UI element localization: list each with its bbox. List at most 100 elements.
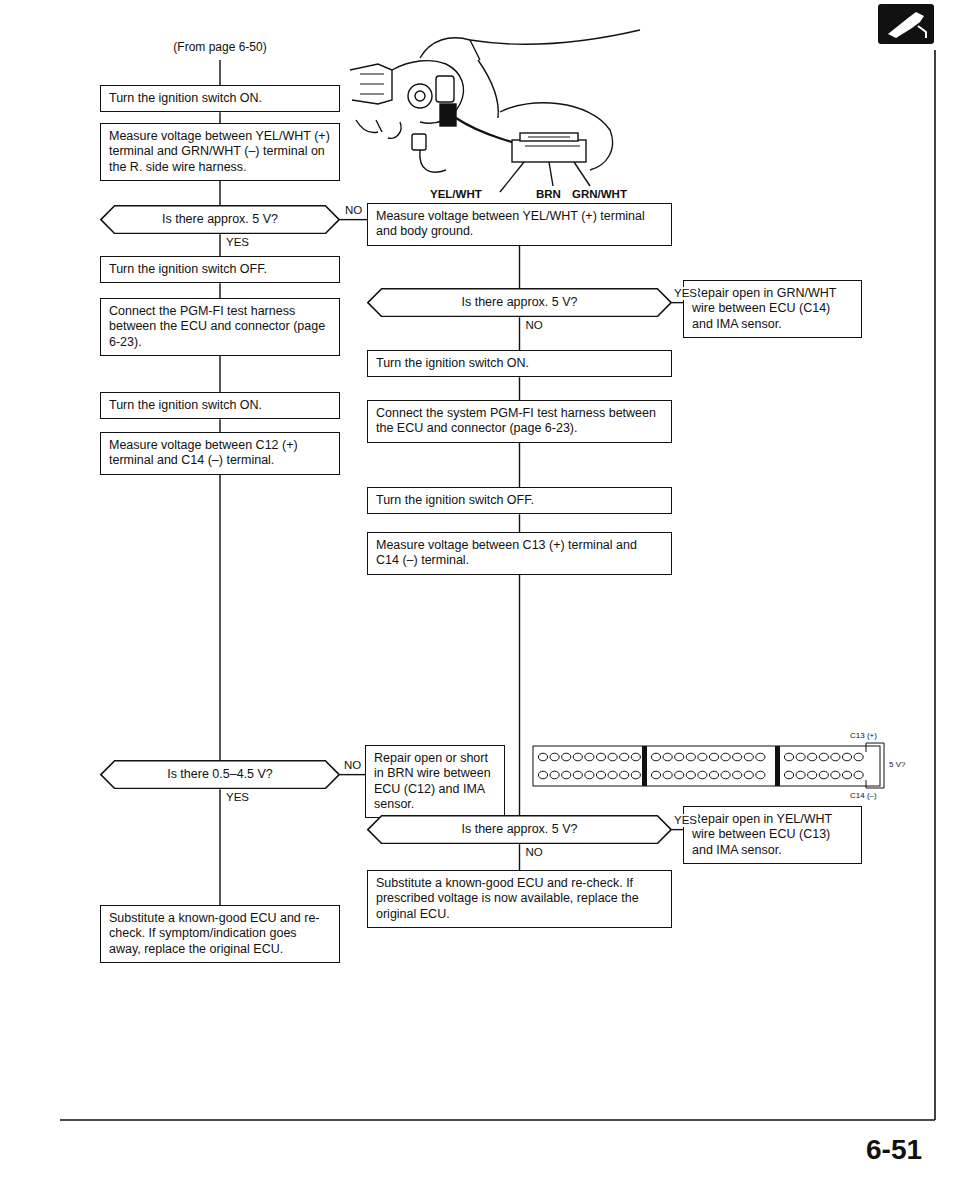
step-text: Connect the PGM-FI test harness between … [109,304,331,350]
pin-hole [721,771,730,779]
pin-hole [733,771,742,779]
pin-hole [631,753,640,761]
process-box: Turn the ignition switch ON. [100,85,340,112]
process-box: Substitute a known-good ECU and re-check… [100,905,340,963]
pin-hole [550,753,559,761]
connector-divider [642,746,647,786]
decision-box: Is there approx. 5 V? [367,288,672,317]
pin-hole [675,771,684,779]
flow-line [519,514,520,532]
process-box: Repair open in YEL/WHT wire between ECU … [683,806,862,864]
wire-label: YEL/WHT [430,188,482,200]
flow-line [219,234,220,256]
process-box: Connect the system PGM-FI test harness b… [367,400,672,443]
pin-hole [698,771,707,779]
pin-hole [796,753,805,761]
flow-line [519,443,520,488]
branch-label: NO [525,846,544,859]
pin-hole [651,771,660,779]
page-number: 6-51 [866,1134,922,1166]
step-text: Measure voltage between C12 (+) terminal… [109,438,331,469]
pin-hole [842,753,851,761]
step-text: Repair open in GRN/WHT wire between ECU … [692,286,853,332]
pin-hole [550,771,559,779]
process-box: Repair open in GRN/WHT wire between ECU … [683,280,862,338]
wire-label: C13 (+) [850,731,877,740]
step-text: Is there approx. 5 V? [126,212,314,227]
pin-hole [585,771,594,779]
pin-hole [756,771,765,779]
flow-line [672,829,683,830]
decision-shape [368,816,671,844]
step-text: Turn the ignition switch ON. [109,91,331,106]
pin-hole [819,753,828,761]
pin-hole [538,753,547,761]
step-text: Is there 0.5–4.5 V? [126,767,314,782]
process-box: Turn the ignition switch OFF. [367,487,672,514]
pin-hole [651,753,660,761]
step-text: Measure voltage between YEL/WHT (+) term… [109,129,331,175]
process-box: Measure voltage between YEL/WHT (+) term… [367,203,672,246]
process-box: Measure voltage between C13 (+) terminal… [367,532,672,575]
process-box: Repair open or short in BRN wire between… [365,745,505,818]
pin-hole [784,753,793,761]
decision-shape [368,289,671,317]
connector-outline [533,746,880,786]
wire-label: GRN/WHT [572,188,627,200]
process-box: Connect the PGM-FI test harness between … [100,298,340,356]
process-box: Turn the ignition switch OFF. [100,256,340,283]
step-text: Turn the ignition switch OFF. [109,262,331,277]
pin-hole [842,771,851,779]
process-box: Substitute a known-good ECU and re-check… [367,870,672,928]
reference-note: (From page 6-50) [160,40,280,54]
pin-hole [709,771,718,779]
wire-label: BRN [536,188,561,200]
pin-hole [819,771,828,779]
pin-hole [596,753,605,761]
decision-box: Is there approx. 5 V? [367,815,672,844]
decision-box: Is there approx. 5 V? [100,205,340,234]
pin-hole [854,753,863,761]
branch-label: YES [225,791,250,804]
branch-label: YES [673,287,698,300]
process-box: Turn the ignition switch ON. [100,392,340,419]
pin-hole [608,771,617,779]
process-box: Turn the ignition switch ON. [367,350,672,377]
branch-label: YES [225,236,250,249]
pin-hole [663,753,672,761]
decision-shape [101,761,339,789]
step-text: Connect the system PGM-FI test harness b… [376,406,663,437]
flow-line [219,283,220,298]
pin-hole [675,753,684,761]
pin-hole [538,771,547,779]
pin-hole [808,753,817,761]
decision-shape [101,206,339,234]
connector-divider [775,746,780,786]
flow-line [519,317,520,350]
pin-hole [721,753,730,761]
branch-label: NO [344,204,363,217]
pin-hole [808,771,817,779]
flow-line [219,181,220,205]
flow-line [519,246,520,289]
flow-line [219,112,220,123]
pin-hole [573,753,582,761]
flow-line [340,219,367,220]
pin-hole [854,771,863,779]
pin-hole [585,753,594,761]
pin-hole [756,753,765,761]
flow-line [519,575,520,816]
flow-line [340,774,365,775]
flow-line [672,302,683,303]
pin-hole [562,753,571,761]
step-text: Repair open or short in BRN wire between… [374,751,496,812]
pin-hole [686,753,695,761]
wire-label: C14 (–) [850,791,877,800]
pin-hole [784,771,793,779]
branch-label: NO [525,319,544,332]
pin-hole [698,753,707,761]
pin-hole [686,771,695,779]
flow-line [519,844,520,870]
flow-line [219,356,220,392]
